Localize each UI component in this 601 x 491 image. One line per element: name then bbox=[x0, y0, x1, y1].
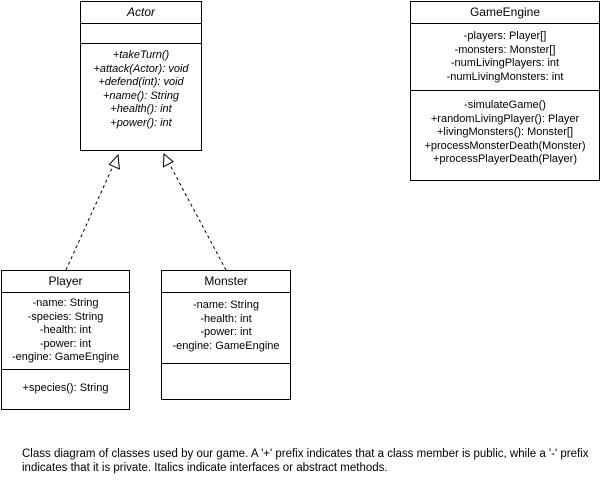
actor-op: +name(): String bbox=[102, 89, 180, 102]
monster-attr: -name: String bbox=[192, 299, 260, 311]
class-monster[interactable]: Monster -name: String -health: int -powe… bbox=[161, 270, 291, 400]
player-attr: -name: String bbox=[32, 297, 99, 309]
gameengine-attributes: -players: Player[] -monsters: Monster[] … bbox=[411, 24, 599, 91]
class-actor[interactable]: Actor +takeTurn() +attack(Actor): void +… bbox=[80, 1, 202, 151]
gameengine-attr: -numLivingPlayers: int bbox=[450, 57, 560, 69]
monster-realizes-actor-arrowhead bbox=[162, 152, 174, 168]
actor-op: +takeTurn() bbox=[112, 49, 170, 61]
gameengine-operations: -simulateGame() +randomLivingPlayer(): P… bbox=[411, 91, 599, 167]
player-realizes-actor-line bbox=[65, 165, 114, 271]
monster-attr: -power: int bbox=[200, 326, 252, 338]
player-attr: -engine: GameEngine bbox=[11, 351, 119, 363]
gameengine-attr: -numLivingMonsters: int bbox=[446, 70, 564, 83]
player-attributes: -name: String -species: String -health: … bbox=[2, 293, 129, 370]
gameengine-op: +randomLivingPlayer(): Player bbox=[430, 112, 580, 125]
gameengine-op: +livingMonsters(): Monster[] bbox=[436, 126, 573, 138]
player-attr: -health: int bbox=[39, 324, 92, 336]
actor-attributes bbox=[81, 24, 201, 44]
gameengine-op: +processPlayerDeath(Player) bbox=[433, 153, 577, 165]
class-player[interactable]: Player -name: String -species: String -h… bbox=[1, 270, 130, 410]
actor-op: +defend(int): void bbox=[98, 76, 184, 88]
player-attr: -power: int bbox=[39, 337, 92, 350]
monster-attributes: -name: String -health: int -power: int -… bbox=[162, 293, 290, 364]
monster-realizes-actor-line bbox=[169, 164, 227, 271]
player-realizes-actor-arrowhead bbox=[108, 153, 120, 170]
gameengine-op: +processMonsterDeath(Monster) bbox=[424, 139, 586, 152]
monster-attr: -engine: GameEngine bbox=[172, 339, 280, 352]
actor-operations: +takeTurn() +attack(Actor): void +defend… bbox=[81, 44, 201, 130]
actor-op: +attack(Actor): void bbox=[93, 62, 189, 75]
monster-attr: -health: int bbox=[200, 312, 252, 325]
actor-op: +power(): int bbox=[110, 116, 172, 129]
player-op: +species(): String bbox=[22, 382, 109, 394]
player-operations: +species(): String bbox=[2, 370, 129, 396]
gameengine-attr: -monsters: Monster[] bbox=[454, 43, 556, 56]
class-name-actor: Actor bbox=[81, 2, 201, 24]
class-name-player: Player bbox=[2, 271, 129, 293]
class-name-gameengine: GameEngine bbox=[411, 2, 599, 24]
diagram-caption: Class diagram of classes used by our gam… bbox=[22, 448, 589, 474]
class-gameengine[interactable]: GameEngine -players: Player[] -monsters:… bbox=[410, 1, 600, 181]
gameengine-op: -simulateGame() bbox=[464, 99, 546, 111]
player-attr: -species: String bbox=[27, 310, 104, 323]
gameengine-attr: -players: Player[] bbox=[463, 30, 547, 42]
class-name-monster: Monster bbox=[162, 271, 290, 293]
actor-op: +health(): int bbox=[110, 103, 172, 115]
